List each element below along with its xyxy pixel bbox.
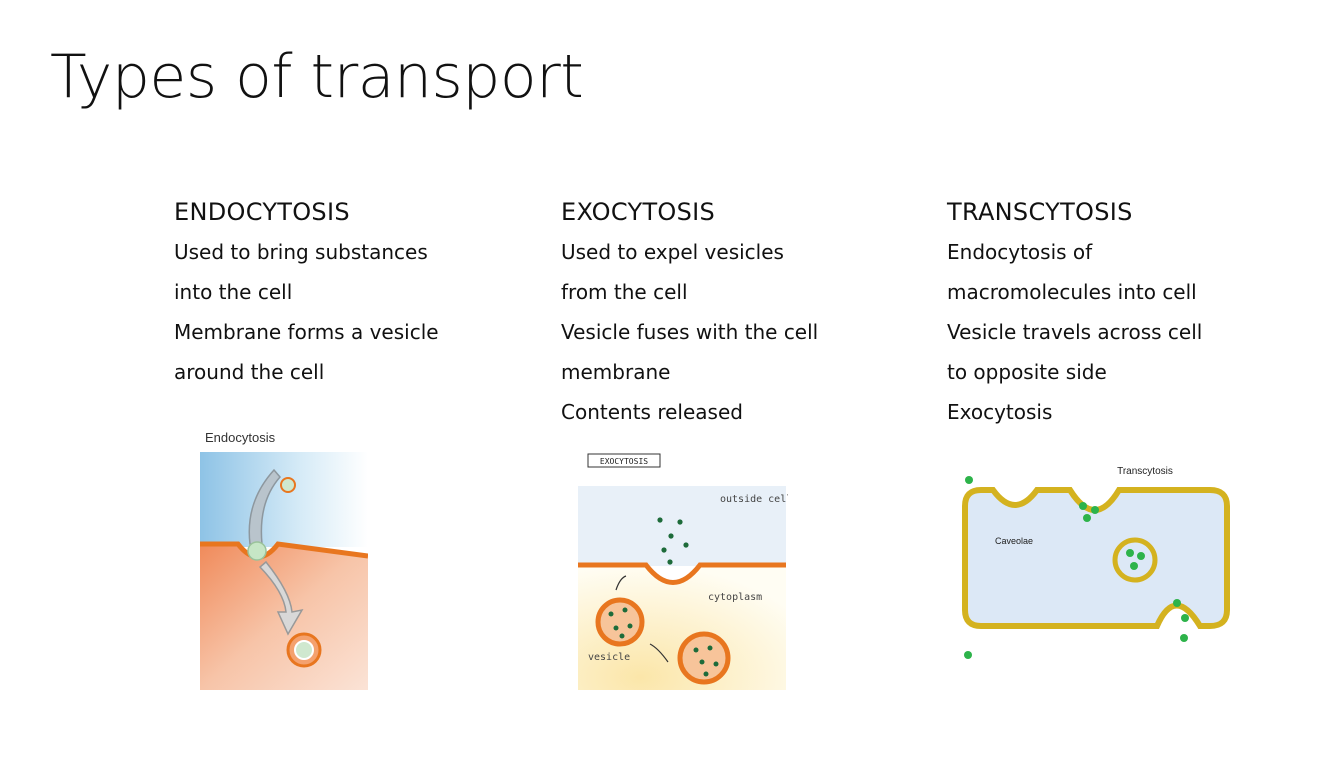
exocytosis-column: EXOCYTOSIS Used to expel vesicles from t… [561,198,891,432]
exocytosis-line-3: Vesicle fuses with the cell [561,312,891,352]
transcytosis-line-3: Vesicle travels across cell [947,312,1277,352]
endocytosis-line-3: Membrane forms a vesicle [174,312,504,352]
cytoplasm-label: cytoplasm [708,592,762,603]
transcytosis-line-5: Exocytosis [947,392,1277,432]
exocytosis-line-4: membrane [561,352,891,392]
endocytosis-line-4: around the cell [174,352,504,392]
transcytosis-figure-label: Transcytosis [1117,466,1173,477]
molecule-icon [281,478,295,492]
slide-title: Types of transport [50,42,583,112]
exocytosis-heading: EXOCYTOSIS [561,198,891,226]
transcytosis-diagram: Transcytosis Caveolae [955,460,1235,670]
exocytosis-diagram: EXOCYTOSIS outside cell cytoplasm vesicl… [578,450,788,690]
exocytosis-box-label: EXOCYTOSIS [600,457,648,466]
transcytosis-heading: TRANSCYTOSIS [947,198,1277,226]
caveolae-label: Caveolae [995,536,1033,546]
exocytosis-line-5: Contents released [561,392,891,432]
endocytosis-column: ENDOCYTOSIS Used to bring substances int… [174,198,504,392]
endocytosis-line-1: Used to bring substances [174,232,504,272]
vesicle-label: vesicle [588,652,630,663]
exocytosis-line-2: from the cell [561,272,891,312]
outside-cell-label: outside cell [720,494,788,505]
endocytosis-diagram [200,452,368,690]
endocytosis-heading: ENDOCYTOSIS [174,198,504,226]
exocytosis-line-1: Used to expel vesicles [561,232,891,272]
endocytosis-figure-label: Endocytosis [205,430,275,445]
transcytosis-column: TRANSCYTOSIS Endocytosis of macromolecul… [947,198,1277,432]
transcytosis-line-1: Endocytosis of [947,232,1277,272]
endocytosis-line-2: into the cell [174,272,504,312]
transcytosis-line-4: to opposite side [947,352,1277,392]
transcytosis-line-2: macromolecules into cell [947,272,1277,312]
